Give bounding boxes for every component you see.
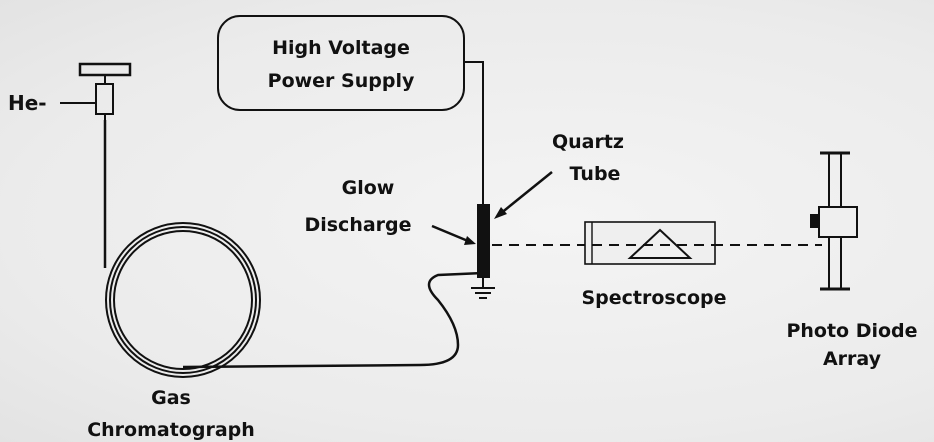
spectroscope-label: Spectroscope [581, 287, 726, 309]
gc-label-line1: Gas [151, 387, 191, 409]
gc-column-coil-1 [105, 222, 261, 378]
glow-pointer-line [431, 224, 469, 243]
power-supply: High Voltage Power Supply [217, 15, 465, 111]
glow-pointer-arrowhead [464, 236, 476, 245]
helium-valve-body [95, 83, 114, 115]
gc-outlet-tube [182, 271, 484, 369]
quartz-label-line2: Tube [570, 163, 621, 185]
quartz-pointer-arrowhead [494, 207, 507, 219]
quartz-tube-body [477, 204, 490, 278]
quartz-label-line1: Quartz [552, 131, 624, 153]
helium-valve-handle [78, 62, 132, 77]
quartz-pointer-line [499, 171, 553, 215]
helium-inlet: He- [8, 62, 132, 120]
glow-label-line1: Glow [342, 177, 395, 199]
gc-column-coil-2 [109, 226, 257, 374]
gc-column-coil-3 [113, 230, 253, 370]
quartz-tube: Quartz Tube Glow Discharge [304, 131, 624, 299]
power-supply-label-line1: High Voltage [272, 37, 410, 59]
glow-label-line2: Discharge [304, 214, 411, 236]
gc-column: Gas Chromatograph [87, 120, 484, 441]
helium-label: He- [8, 91, 47, 115]
spectroscope: Spectroscope [581, 221, 727, 309]
pda-label-line2: Array [823, 348, 882, 370]
pda-detector-window [810, 214, 819, 228]
gc-label-line2: Chromatograph [87, 419, 255, 441]
pda-label-line1: Photo Diode [786, 320, 917, 342]
power-supply-label-line2: Power Supply [268, 70, 415, 92]
power-supply-box [217, 15, 465, 111]
photo-diode-array: Photo Diode Array [786, 151, 918, 370]
pda-detector-body [818, 206, 858, 238]
hv-wire [464, 61, 484, 204]
